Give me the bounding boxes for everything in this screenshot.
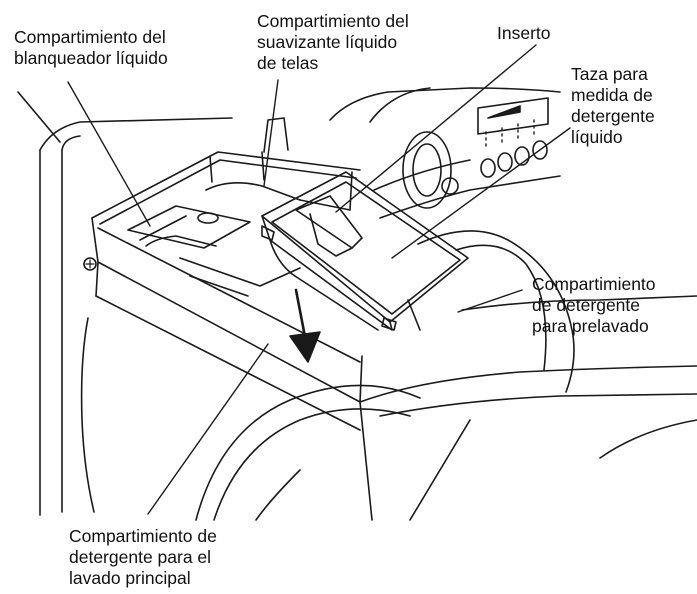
dial-knob-inner bbox=[412, 143, 442, 197]
leader-mainwash bbox=[147, 343, 269, 515]
leader-prewash bbox=[457, 289, 523, 313]
label-measuring-cup: Taza para medida de detergente líquido bbox=[571, 64, 655, 148]
label-prewash-line1: Compartimiento bbox=[532, 274, 656, 294]
leader-cup bbox=[391, 127, 571, 259]
washer-drum bbox=[195, 230, 575, 521]
front-cabinet bbox=[359, 295, 697, 521]
measuring-cup-insert bbox=[261, 171, 469, 363]
dial-button bbox=[441, 177, 459, 195]
label-prewash-line2: de detergente bbox=[532, 295, 641, 315]
label-prewash-line3: para prelavado bbox=[532, 316, 649, 336]
dial-knob-outer bbox=[402, 131, 452, 209]
control-panel bbox=[329, 87, 561, 219]
label-insert-line1: Inserto bbox=[497, 23, 551, 43]
label-softener-line2: suavizante líquido bbox=[257, 32, 398, 52]
leader-insert bbox=[335, 44, 537, 213]
label-softener-line3: de telas bbox=[257, 53, 319, 73]
label-cup-line4: líquido bbox=[571, 127, 623, 147]
screw bbox=[83, 257, 97, 271]
label-bleach-compartment: Compartimiento del blanqueador líquido bbox=[14, 27, 168, 69]
label-mainwash-compartment: Compartimiento de detergente para el lav… bbox=[69, 526, 217, 589]
leader-lines bbox=[67, 44, 571, 515]
label-mainwash-line2: detergente para el bbox=[69, 547, 212, 567]
label-prewash-compartment: Compartimiento de detergente para prelav… bbox=[532, 274, 656, 337]
washer-cabinet bbox=[17, 91, 233, 516]
dispenser-drawer bbox=[83, 117, 363, 431]
leader-bleach bbox=[67, 81, 151, 227]
leader-softener bbox=[263, 79, 279, 187]
label-cup-line3: detergente bbox=[571, 106, 655, 126]
label-cup-line1: Taza para bbox=[571, 64, 648, 84]
label-cup-line2: medida de bbox=[571, 85, 653, 105]
label-bleach-line1: Compartimiento del bbox=[14, 27, 166, 47]
label-insert: Inserto bbox=[497, 23, 551, 44]
label-softener-line1: Compartimiento del bbox=[257, 11, 409, 31]
label-mainwash-line3: lavado principal bbox=[69, 568, 191, 588]
label-softener-compartment: Compartimiento del suavizante líquido de… bbox=[257, 11, 409, 74]
label-mainwash-line1: Compartimiento de bbox=[69, 526, 217, 546]
label-bleach-line2: blanqueador líquido bbox=[14, 48, 168, 68]
